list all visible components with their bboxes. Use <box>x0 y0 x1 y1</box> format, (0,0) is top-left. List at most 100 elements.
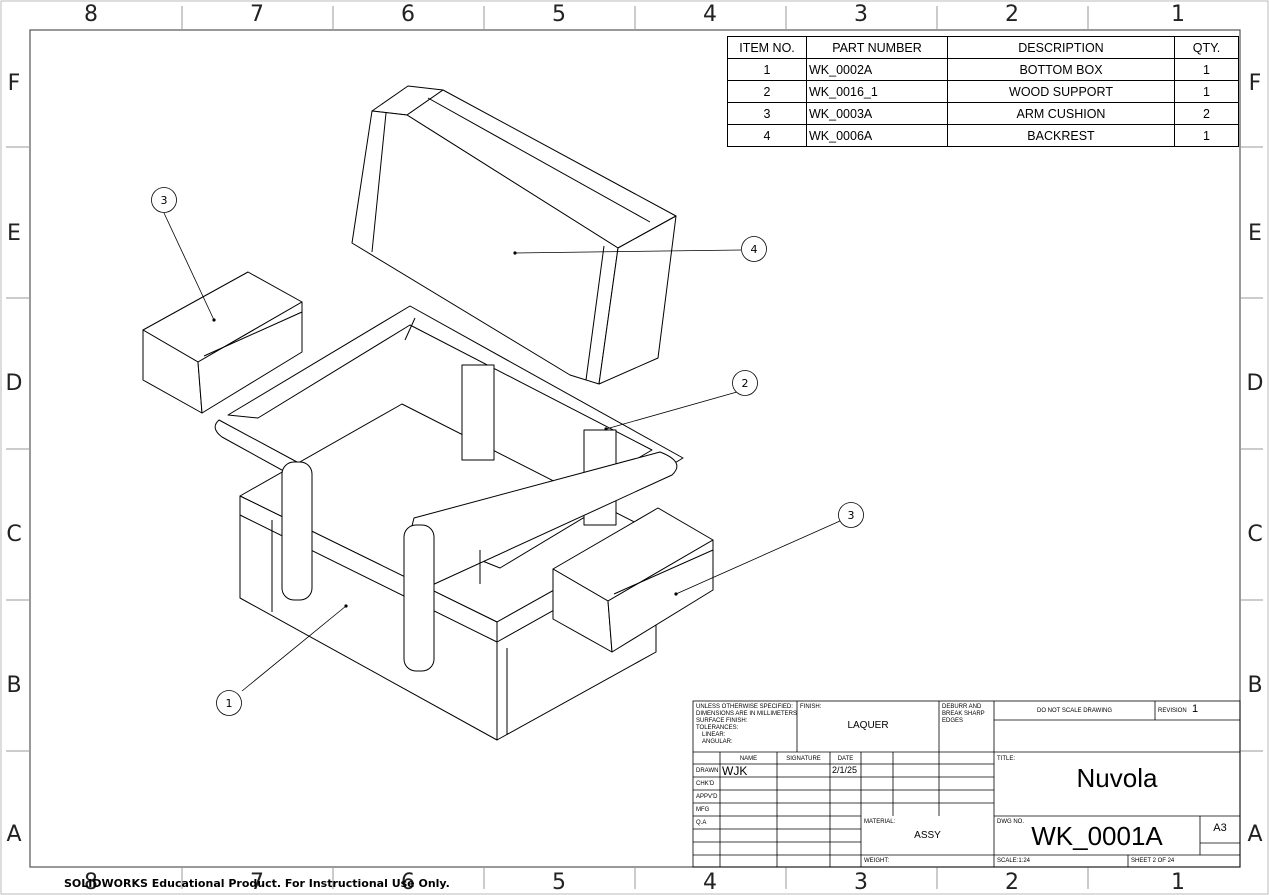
bom-header-row: ITEM NO. PART NUMBER DESCRIPTION QTY. <box>727 36 1239 59</box>
bom-header-part: PART NUMBER <box>806 36 948 59</box>
zone-row-e-right: E <box>1248 221 1262 246</box>
bom-part: WK_0002A <box>806 58 948 81</box>
material-value: ASSY <box>914 830 941 841</box>
zone-row-b-right: B <box>1247 673 1263 698</box>
zone-col-7: 7 <box>250 2 264 27</box>
zone-col-4-bottom: 4 <box>703 870 717 895</box>
zone-col-8: 8 <box>84 2 98 27</box>
tolerance-note: UNLESS OTHERWISE SPECIFIED: <box>696 704 793 710</box>
bom-description: BACKREST <box>947 124 1175 147</box>
zone-col-2: 2 <box>1005 2 1019 27</box>
drawn-date: 2/1/25 <box>832 765 858 775</box>
sheet-number: SHEET 2 OF 24 <box>1131 858 1175 864</box>
weight-label: WEIGHT: <box>864 858 889 864</box>
zone-row-f: F <box>7 71 21 96</box>
bom-part: WK_0006A <box>806 124 948 147</box>
bom-description: WOOD SUPPORT <box>947 80 1175 103</box>
zone-col-5-bottom: 5 <box>552 870 566 895</box>
revision-label: REVISION <box>1158 708 1187 714</box>
bom-header-qty: QTY. <box>1174 36 1239 59</box>
title-label: TITLE: <box>997 756 1016 762</box>
tolerance-note: LINEAR: <box>702 732 726 738</box>
bom-item: 2 <box>727 80 807 103</box>
row-label-approved: APPV'D <box>696 794 718 800</box>
bom-qty: 1 <box>1174 124 1239 147</box>
bom-qty: 1 <box>1174 80 1239 103</box>
backrest-part <box>351 85 677 385</box>
sheet-size: A3 <box>1213 822 1227 834</box>
balloon-label: 3 <box>848 509 855 522</box>
zone-row-a-right: A <box>1247 822 1263 847</box>
zone-col-3-bottom: 3 <box>854 870 868 895</box>
zone-row-f-right: F <box>1248 71 1262 96</box>
balloon-label: 3 <box>161 194 168 207</box>
finish-label: FINISH: <box>800 704 822 710</box>
zone-row-a: A <box>6 822 22 847</box>
bom-qty: 2 <box>1174 102 1239 125</box>
balloon-label: 2 <box>742 377 749 390</box>
column-date-label: DATE <box>837 756 854 762</box>
revision-value: 1 <box>1192 703 1199 715</box>
bom-item: 3 <box>727 102 807 125</box>
scale-value: SCALE:1:24 <box>997 858 1031 864</box>
row-label-mfg: MFG <box>696 807 710 813</box>
drawn-by-name: WJK <box>722 764 748 778</box>
bom-part: WK_0003A <box>806 102 948 125</box>
deburr-note: EDGES <box>942 718 964 724</box>
table-row: 1 WK_0002A BOTTOM BOX 1 <box>727 58 1239 81</box>
balloon-4 <box>741 236 767 262</box>
zone-col-7-bottom: 7 <box>250 870 264 895</box>
deburr-note: BREAK SHARP <box>942 711 985 717</box>
wood-support-part <box>214 305 684 672</box>
zone-row-c: C <box>6 522 22 547</box>
bom-item: 1 <box>727 58 807 81</box>
row-label-qa: Q.A <box>696 820 707 826</box>
column-signature-label: SIGNATURE <box>786 756 821 762</box>
bom-header-item: ITEM NO. <box>727 36 807 59</box>
do-not-scale-note: DO NOT SCALE DRAWING <box>1036 708 1112 714</box>
finish-value: LAQUER <box>847 720 889 731</box>
bom-description: BOTTOM BOX <box>947 58 1175 81</box>
zone-row-d-right: D <box>1246 371 1264 396</box>
balloon-1 <box>216 690 242 716</box>
tolerance-note: ANGULAR: <box>702 739 733 745</box>
tolerance-note: TOLERANCES: <box>696 725 739 731</box>
balloon-2 <box>732 370 758 396</box>
material-label: MATERIAL: <box>864 819 896 825</box>
arm-cushion-left <box>142 271 303 414</box>
zone-col-8-bottom: 8 <box>84 870 98 895</box>
row-label-checked: CHK'D <box>696 781 715 787</box>
zone-col-5: 5 <box>552 2 566 27</box>
dwg-no-label: DWG NO. <box>997 819 1024 825</box>
bom-part: WK_0016_1 <box>806 80 948 103</box>
zone-col-6-bottom: 6 <box>401 870 415 895</box>
balloon-3-right <box>838 502 864 528</box>
tolerance-note: DIMENSIONS ARE IN MILLIMETERS <box>696 711 798 717</box>
balloon-label: 1 <box>226 697 233 710</box>
zone-row-b: B <box>6 673 22 698</box>
bom-header-description: DESCRIPTION <box>947 36 1175 59</box>
title-block-grid <box>692 700 1241 868</box>
balloon-label: 4 <box>751 243 758 256</box>
bom-qty: 1 <box>1174 58 1239 81</box>
bom-item: 4 <box>727 124 807 147</box>
table-row: 3 WK_0003A ARM CUSHION 2 <box>727 102 1239 125</box>
educational-watermark: SOLIDWORKS Educational Product. For Inst… <box>64 877 450 890</box>
arm-cushion-right <box>552 507 714 653</box>
zone-col-1: 1 <box>1171 2 1185 27</box>
column-name-label: NAME <box>739 756 758 762</box>
bill-of-materials: ITEM NO. PART NUMBER DESCRIPTION QTY. 1 … <box>727 36 1239 147</box>
drawing-number: WK_0001A <box>1031 821 1163 851</box>
zone-col-3: 3 <box>854 2 868 27</box>
zone-col-4: 4 <box>703 2 717 27</box>
zone-col-6: 6 <box>401 2 415 27</box>
zone-col-1-bottom: 1 <box>1171 870 1185 895</box>
balloon-3-left <box>151 187 177 213</box>
bom-description: ARM CUSHION <box>947 102 1175 125</box>
table-row: 2 WK_0016_1 WOOD SUPPORT 1 <box>727 80 1239 103</box>
zone-row-c-right: C <box>1247 522 1263 547</box>
table-row: 4 WK_0006A BACKREST 1 <box>727 124 1239 147</box>
drawing-title: Nuvola <box>1076 763 1158 793</box>
tolerance-note: SURFACE FINISH: <box>696 718 748 724</box>
